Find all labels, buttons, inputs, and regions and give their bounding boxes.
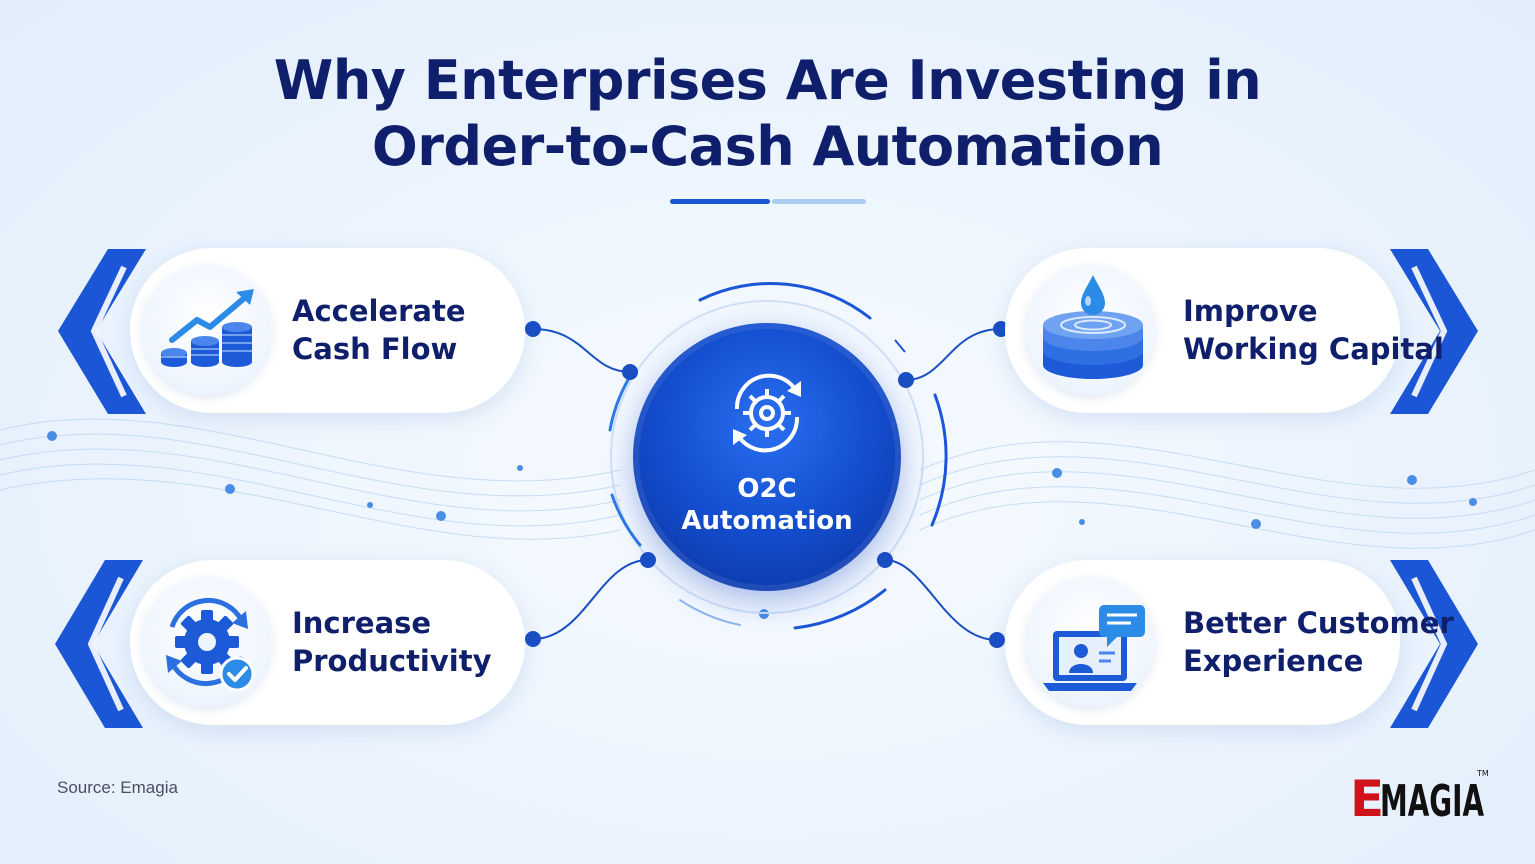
icon-circle — [142, 265, 272, 395]
chevron-right-icon — [1390, 560, 1478, 728]
benefit-label-line-2: Productivity — [292, 644, 492, 678]
hub-label-line-1: O2C — [737, 474, 797, 504]
benefit-label-line-1: Accelerate — [292, 294, 466, 328]
benefit-label-line-1: Improve — [1183, 294, 1318, 328]
benefit-card-productivity: Increase Productivity — [130, 560, 525, 725]
title-line-1: Why Enterprises Are Investing in — [273, 49, 1262, 112]
benefit-card-cash-flow: Accelerate Cash Flow — [130, 248, 525, 413]
title-line-2: Order-to-Cash Automation — [371, 115, 1164, 178]
benefit-label-line-1: Better Customer — [1183, 606, 1454, 640]
chevron-right-icon — [1390, 249, 1478, 414]
gear-cycle-icon — [733, 373, 801, 453]
chevron-left-icon — [55, 560, 143, 728]
icon-circle — [1025, 577, 1155, 707]
benefit-label-line-2: Experience — [1183, 644, 1364, 678]
logo-initial: E — [1350, 770, 1384, 822]
hub-label-line-2: Automation — [681, 506, 853, 536]
title-underline-primary — [670, 199, 770, 204]
benefit-card-working-capital: Improve Working Capital — [1005, 248, 1444, 413]
page-title: Why Enterprises Are Investing in Order-t… — [0, 48, 1535, 180]
benefit-label-line-1: Increase — [292, 606, 432, 640]
benefit-label: Improve Working Capital — [1183, 292, 1444, 368]
laptop-chat-icon — [1043, 605, 1145, 691]
hub-label: O2C Automation — [633, 473, 901, 537]
liquidity-stack-icon — [1043, 275, 1143, 379]
growth-coins-icon — [161, 289, 254, 367]
logo-wordmark: MAGIA — [1380, 776, 1484, 822]
benefit-card-customer-experience: Better Customer Experience — [1005, 560, 1454, 725]
benefit-label: Increase Productivity — [292, 604, 492, 680]
icon-circle — [1025, 265, 1155, 395]
benefit-label: Better Customer Experience — [1183, 604, 1454, 680]
logo-trademark: TM — [1476, 769, 1489, 778]
o2c-hub: O2C Automation — [633, 323, 901, 591]
title-underline-secondary — [772, 199, 866, 204]
chevron-left-icon — [58, 249, 146, 414]
gear-check-icon — [166, 597, 255, 692]
source-note: Source: Emagia — [57, 778, 178, 797]
benefit-label: Accelerate Cash Flow — [292, 292, 466, 368]
benefit-label-line-2: Working Capital — [1183, 332, 1444, 366]
emagia-logo: E MAGIA TM — [1350, 769, 1489, 822]
icon-circle — [142, 577, 272, 707]
benefit-label-line-2: Cash Flow — [292, 332, 458, 366]
